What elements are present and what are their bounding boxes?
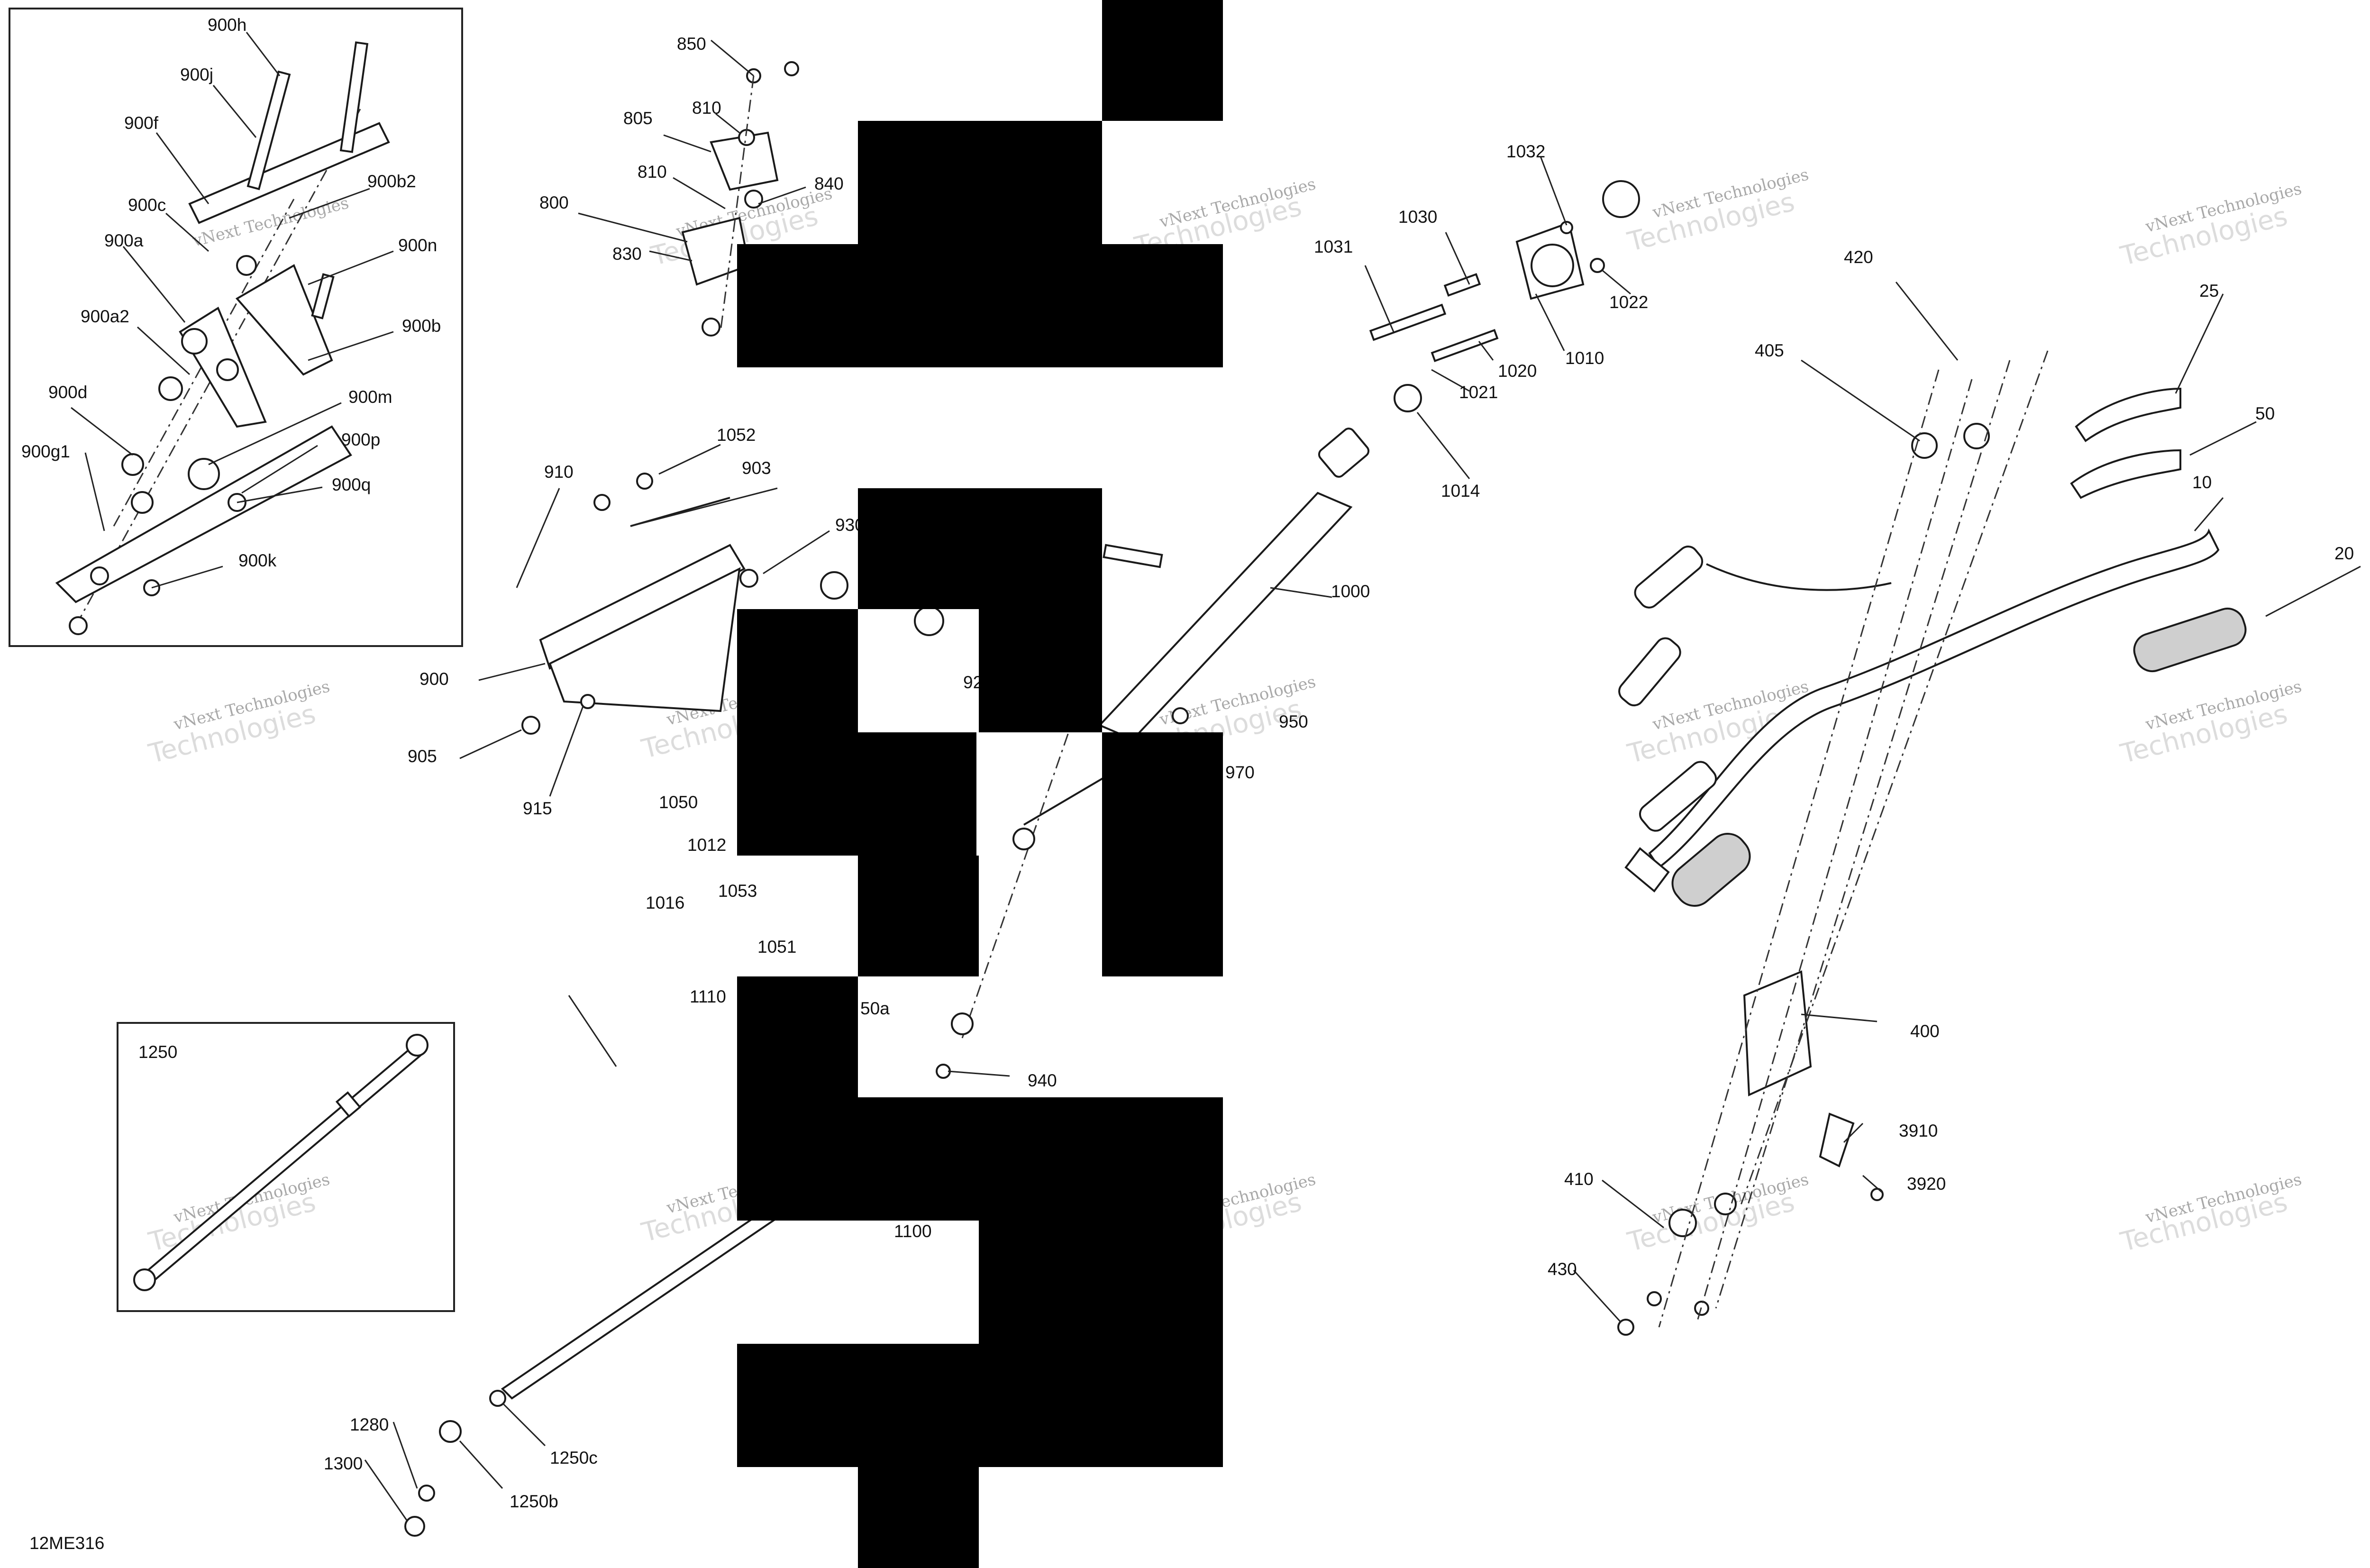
callout-label: 1022 bbox=[1609, 292, 1648, 312]
callout-label: 1012 bbox=[687, 835, 726, 855]
callout-label: 1250c bbox=[550, 1448, 598, 1468]
callout-label: 1014 bbox=[1441, 481, 1480, 501]
callout-label: 1051 bbox=[757, 937, 796, 957]
callout-label: 1100 bbox=[894, 1222, 932, 1241]
callout-label: 830 bbox=[612, 244, 642, 264]
callout-label: 900d bbox=[48, 383, 87, 402]
callout-label: 940 bbox=[1028, 1071, 1057, 1090]
callout-label: 50 bbox=[2255, 404, 2275, 423]
callout-label: 970 bbox=[1225, 763, 1255, 782]
callout-label: 810 bbox=[692, 98, 721, 118]
callout-label: 915 bbox=[523, 799, 552, 818]
callout-label: 840 bbox=[814, 174, 844, 193]
leader-lines bbox=[71, 32, 2361, 1522]
callout-label: 900m bbox=[348, 387, 392, 407]
callout-label: 1052 bbox=[717, 425, 756, 445]
callout-label: 1050 bbox=[659, 793, 698, 812]
diagram-code: 12ME316 bbox=[29, 1533, 104, 1553]
tie-rod-940 bbox=[936, 544, 1189, 1079]
callout-label: 900p bbox=[341, 430, 380, 449]
watermark-layer: Technologies vNext Technologies Technolo… bbox=[146, 165, 2304, 1258]
callout-label: 1030 bbox=[1398, 207, 1437, 227]
callout-label: 1053 bbox=[718, 881, 757, 901]
callout-label: 410 bbox=[1564, 1169, 1594, 1189]
callout-label: 900g1 bbox=[21, 442, 70, 461]
callout-label: 430 bbox=[1548, 1259, 1577, 1279]
callout-label: 810 bbox=[638, 162, 667, 182]
callout-labels: 900h 900j 900f 900c 900b2 900a 900n 900a… bbox=[21, 15, 2354, 1553]
callout-label: 3910 bbox=[1899, 1121, 1938, 1140]
callout-label: 1250 bbox=[138, 1042, 177, 1062]
callout-label: 900c bbox=[128, 195, 166, 215]
callout-label: 900f bbox=[124, 113, 159, 133]
callout-label: 950 bbox=[1279, 712, 1308, 731]
callout-label: 1300 bbox=[324, 1454, 363, 1473]
callout-label: 1110 bbox=[690, 987, 726, 1006]
callout-label: 400 bbox=[1910, 1021, 1940, 1041]
callout-label: 910 bbox=[544, 462, 574, 482]
callout-label: 900a2 bbox=[81, 307, 129, 326]
linkage-assembly-900 bbox=[55, 41, 390, 635]
callout-label: 900j bbox=[180, 65, 213, 84]
callout-label: 420 bbox=[1844, 247, 1873, 267]
control-unit-800 bbox=[681, 61, 799, 337]
callout-label: 1020 bbox=[1498, 361, 1537, 381]
callout-label: 1280 bbox=[350, 1415, 389, 1434]
callout-label: 900a bbox=[104, 231, 144, 250]
callout-label: 850 bbox=[677, 34, 706, 54]
handlebar-assembly bbox=[1617, 350, 2247, 1336]
inset-box-900 bbox=[9, 8, 463, 647]
callout-label: 1031 bbox=[1314, 237, 1353, 256]
steering-column-1000 bbox=[1098, 180, 1640, 741]
callout-label: 3920 bbox=[1907, 1174, 1946, 1194]
inset-box-1250 bbox=[117, 1022, 455, 1312]
callout-label: 900b bbox=[402, 316, 441, 336]
callout-label: 1016 bbox=[646, 893, 684, 912]
callout-label: 903 bbox=[742, 458, 771, 478]
callout-label: 900n bbox=[398, 236, 437, 255]
callout-label: 900k bbox=[238, 551, 277, 570]
callout-label: 10 bbox=[2192, 473, 2212, 492]
callout-label: 900q bbox=[332, 475, 371, 494]
callout-label: 805 bbox=[623, 109, 653, 128]
rod-1250 bbox=[133, 1034, 428, 1291]
callout-label: 905 bbox=[408, 747, 437, 766]
callout-label: 1000 bbox=[1331, 582, 1370, 601]
callout-label: 50a bbox=[860, 999, 890, 1018]
callout-label: 800 bbox=[539, 193, 569, 212]
callout-label: 405 bbox=[1755, 341, 1784, 360]
callout-label: 20 bbox=[2334, 544, 2354, 563]
callout-label: 25 bbox=[2199, 281, 2219, 301]
bracket-assembly-900 bbox=[521, 473, 944, 735]
callout-label: 1250b bbox=[510, 1492, 558, 1511]
callout-label: 1032 bbox=[1506, 142, 1545, 161]
callout-label: 900 bbox=[419, 669, 449, 689]
redaction-blocks bbox=[737, 0, 1223, 1568]
callout-label: 900h bbox=[208, 15, 246, 35]
callout-label: 900b2 bbox=[367, 172, 416, 191]
callout-label: 1010 bbox=[1565, 348, 1604, 368]
callout-label: 1021 bbox=[1459, 383, 1498, 402]
